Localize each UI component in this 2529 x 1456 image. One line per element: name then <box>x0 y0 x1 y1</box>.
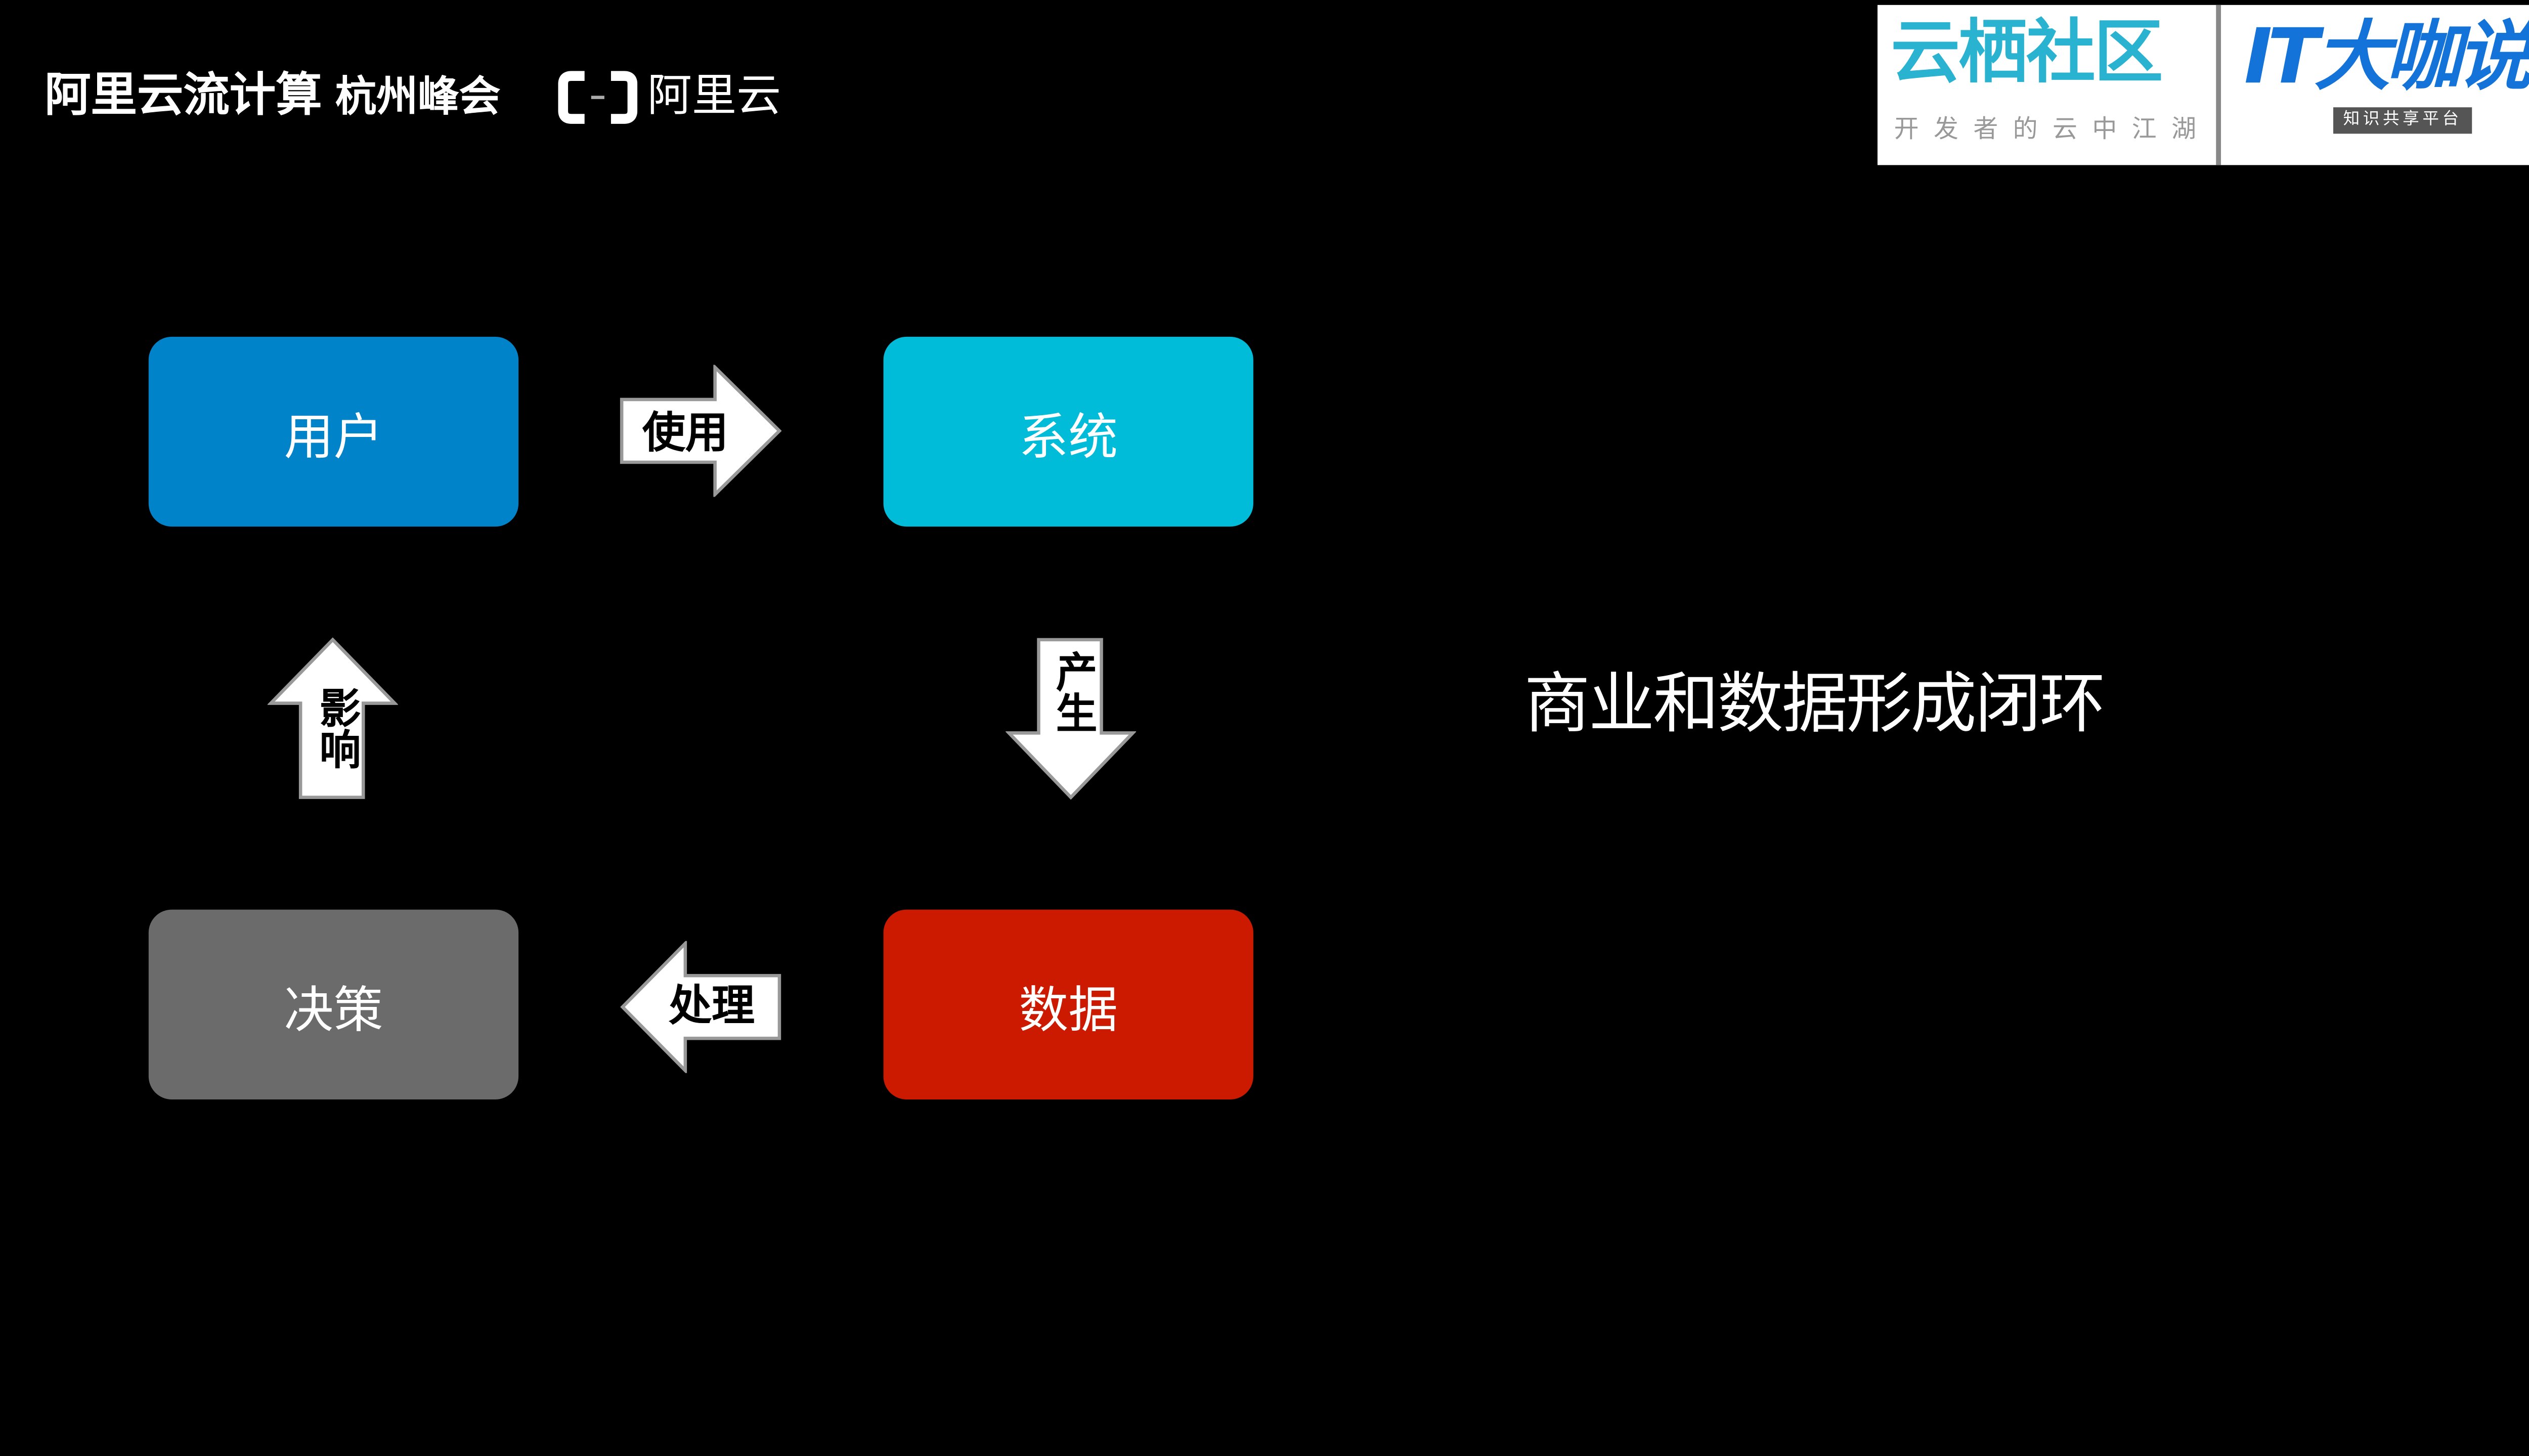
arrow-up-icon <box>267 637 398 799</box>
itdks-logo: IT大咖说 <box>2244 11 2529 101</box>
node-label: 用户 <box>284 408 383 467</box>
node-label: 决策 <box>284 981 383 1039</box>
arrow-left-icon <box>620 941 781 1073</box>
node-data: 数据 <box>883 909 1253 1099</box>
aliyun-logo: 阿里云 <box>558 69 781 125</box>
slide-header: 阿里云流计算杭州峰会 <box>45 66 500 127</box>
arrow-label-influence: 影响 <box>314 686 362 770</box>
node-label: 系统 <box>1019 408 1118 467</box>
yunqi-logo: 云栖社区 <box>1891 11 2163 93</box>
arrow-label-use: 使用 <box>642 409 728 459</box>
arrow-down-icon <box>1006 638 1137 800</box>
partner-logos: 云栖社区 开发者的云中江湖 IT大咖说 知识共享平台 <box>1877 5 2529 165</box>
aliyun-logo-text: 阿里云 <box>647 71 781 122</box>
arrow-label-produce: 产生 <box>1050 650 1099 733</box>
node-decision: 决策 <box>148 909 519 1099</box>
node-user: 用户 <box>148 336 519 527</box>
arrow-label-process: 处理 <box>669 982 755 1032</box>
node-system: 系统 <box>883 336 1253 527</box>
header-title: 阿里云流计算 <box>45 67 322 122</box>
aliyun-bracket-icon <box>558 71 638 124</box>
logo-divider <box>2216 5 2221 165</box>
yunqi-slogan: 开发者的云中江湖 <box>1894 114 2211 144</box>
node-label: 数据 <box>1019 981 1118 1039</box>
header-subtitle: 杭州峰会 <box>335 72 501 121</box>
tagline: 商业和数据形成闭环 <box>1524 667 2105 743</box>
arrow-right-icon <box>620 365 782 497</box>
itdks-slogan: 知识共享平台 <box>2333 107 2472 134</box>
